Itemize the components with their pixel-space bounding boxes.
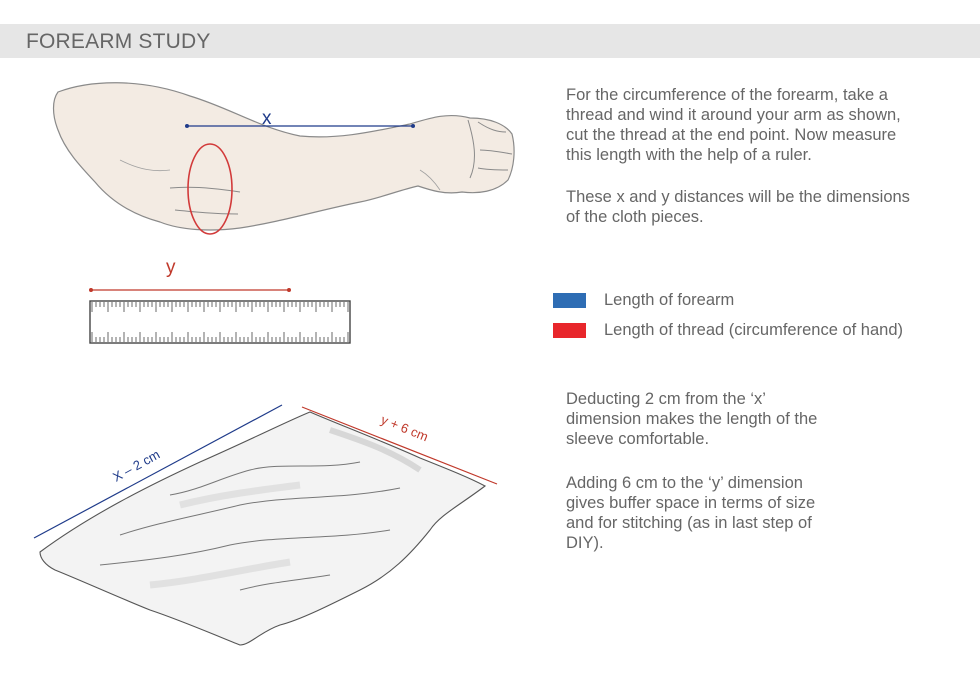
y-measure-line (89, 288, 291, 292)
legend-swatch-blue (553, 292, 586, 308)
deduction-paragraph: Deducting 2 cm from the ‘x’ dimension ma… (566, 390, 818, 448)
cloth-y-label: y + 6 cm (379, 412, 431, 444)
legend-label: Length of forearm (604, 290, 735, 309)
legend-swatch-red (553, 322, 586, 338)
cloth-illustration (39, 411, 487, 646)
addition-paragraph: Adding 6 cm to the ‘y’ dimension gives b… (566, 474, 816, 552)
legend-label: Length of thread (circumference of hand) (604, 320, 904, 339)
ruler (89, 300, 351, 344)
thread-loop (187, 143, 233, 235)
instruction-paragraph-1: For the circumference of the forearm, ta… (566, 86, 901, 164)
instruction-paragraph-2: These x and y distances will be the dime… (566, 188, 910, 226)
header-bar: FOREARM STUDY (0, 24, 980, 58)
cloth-y-line (301, 406, 498, 485)
page-title: FOREARM STUDY (26, 30, 211, 53)
x-measure-line (185, 124, 415, 128)
legend-item-forearm: Length of forearm (553, 289, 734, 311)
x-label: x (262, 108, 272, 129)
arm-illustration (52, 82, 515, 231)
cloth-x-line (33, 404, 283, 539)
legend-item-thread: Length of thread (circumference of hand) (553, 319, 903, 341)
cloth-x-label: X – 2 cm (110, 447, 162, 485)
y-label: y (166, 257, 176, 278)
